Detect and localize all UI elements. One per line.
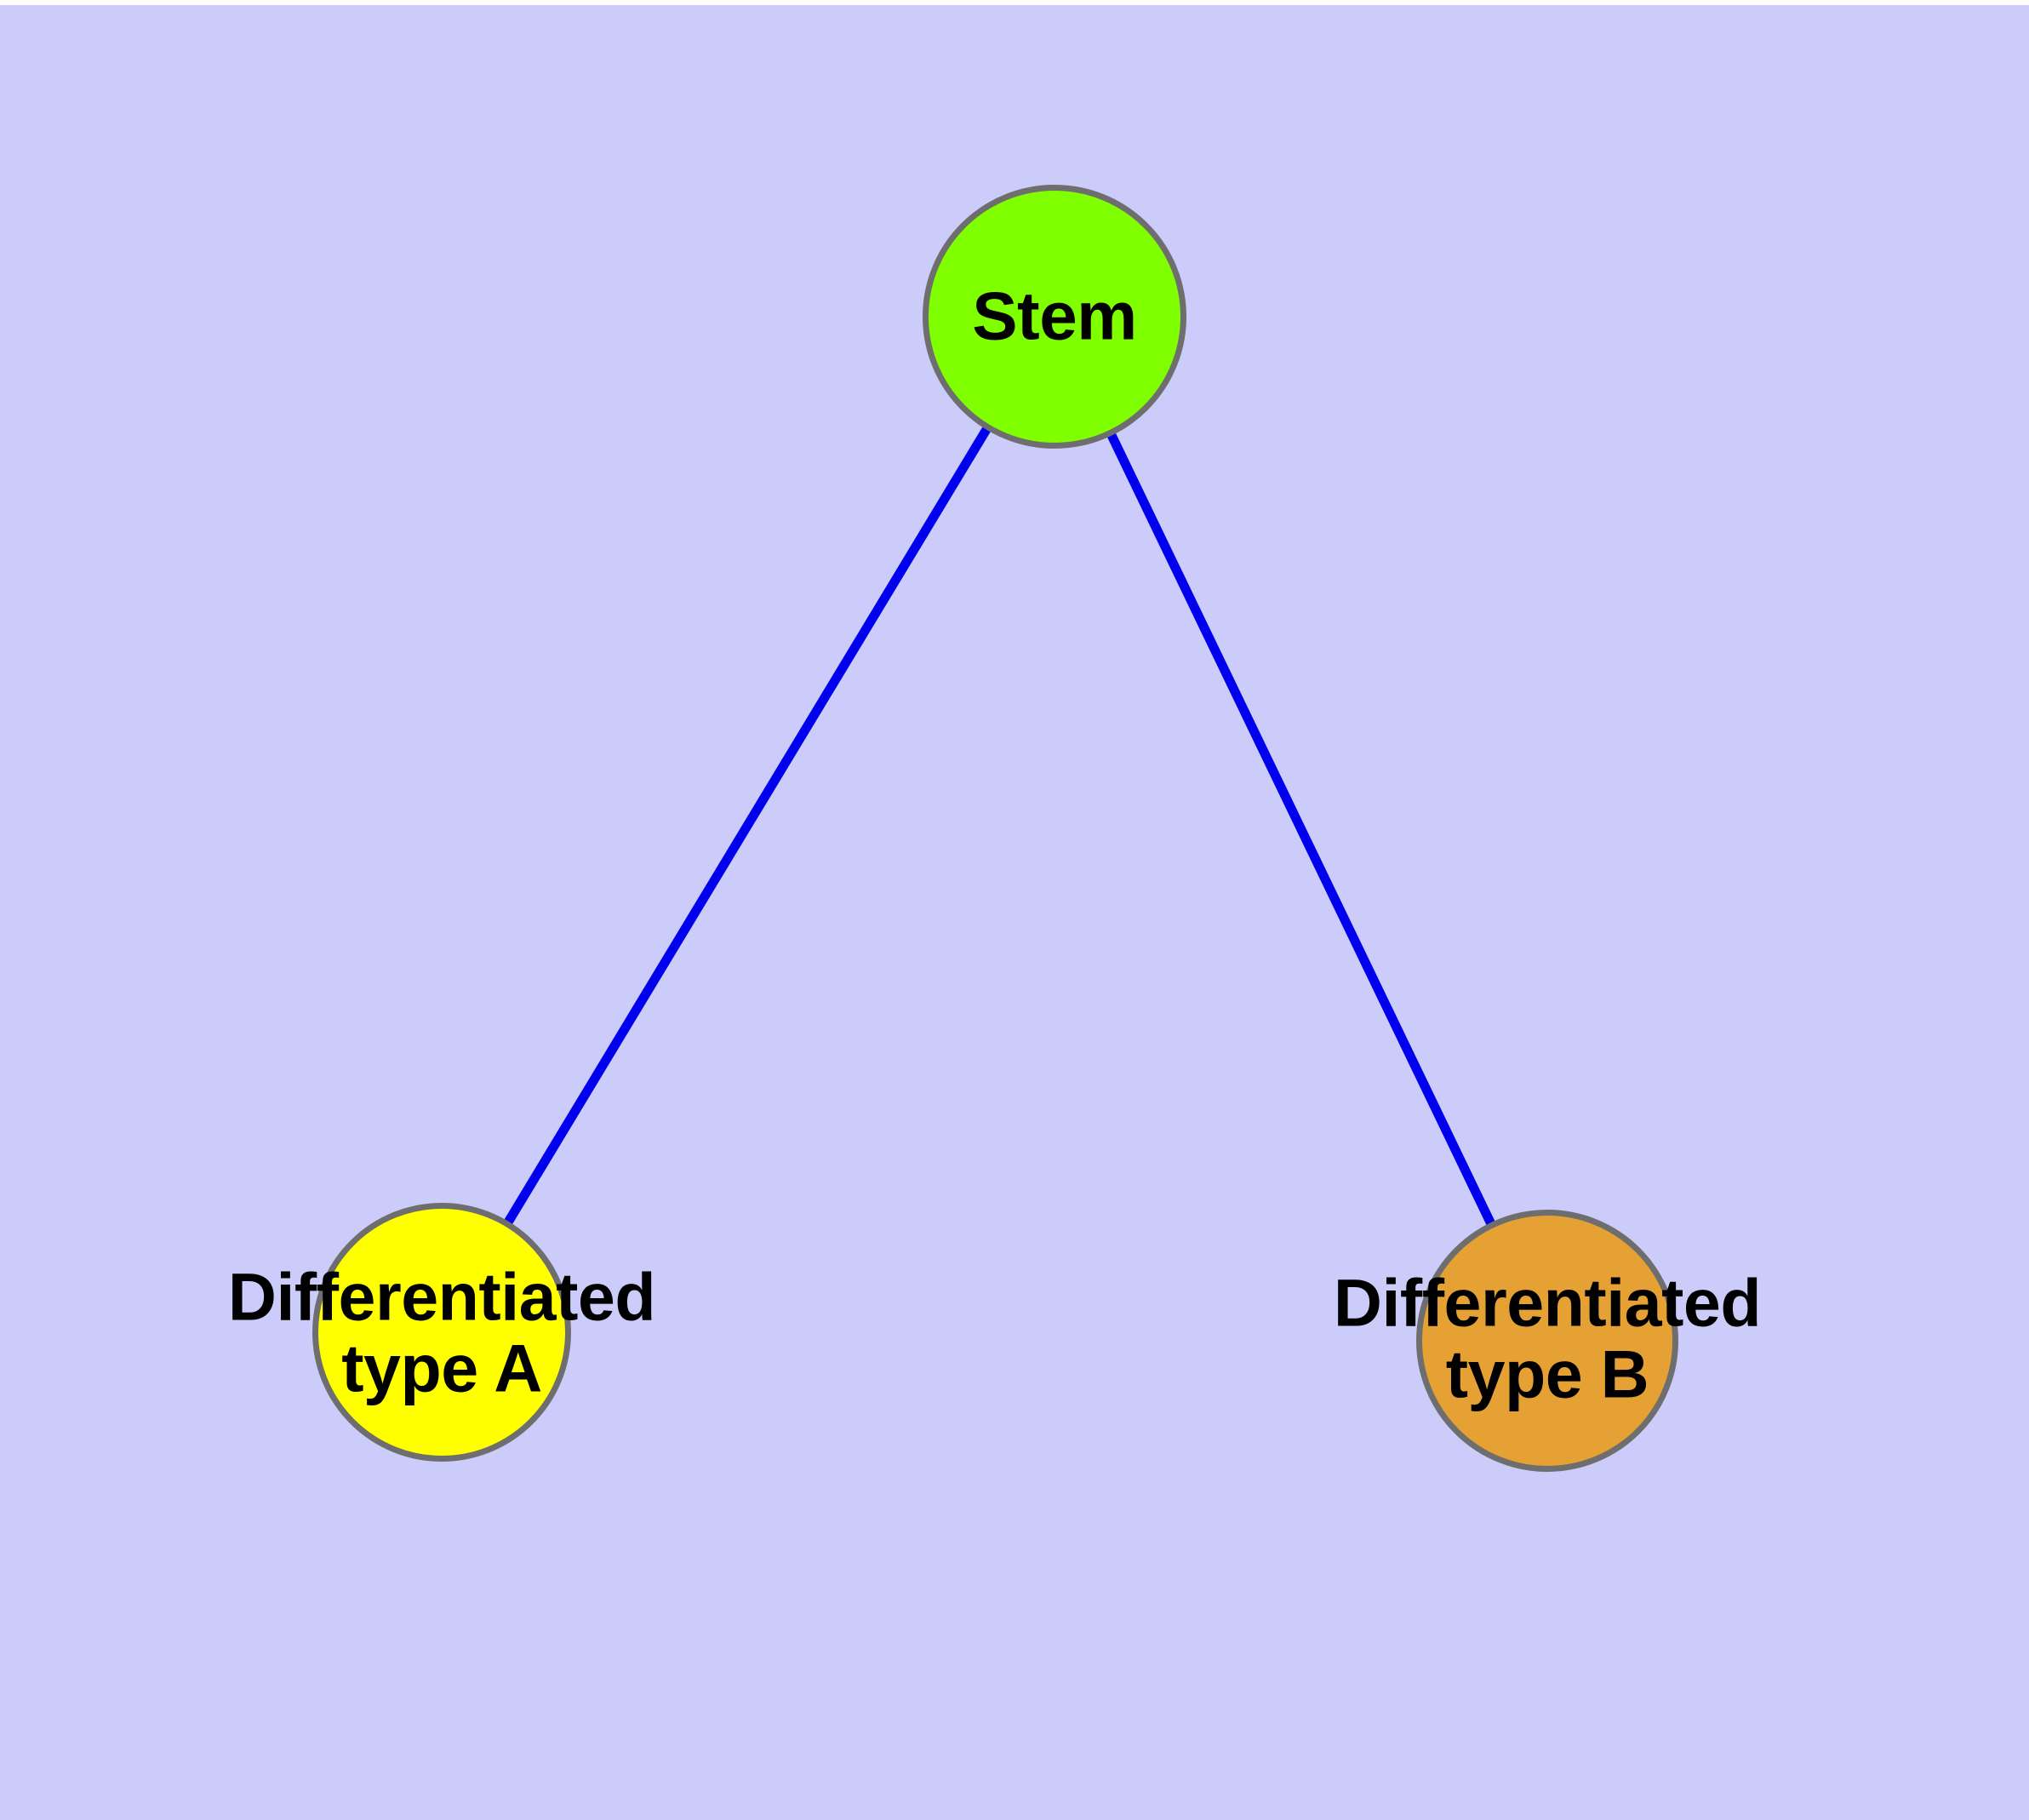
node-differentiated-type-b[interactable] — [1416, 1210, 1678, 1472]
node-layer — [312, 185, 1678, 1472]
edge-stem-diff-a[interactable] — [437, 314, 1059, 1335]
edge-stem-diff-b[interactable] — [1050, 314, 1552, 1343]
node-differentiated-type-a[interactable] — [312, 1203, 571, 1462]
node-stem[interactable] — [923, 185, 1186, 449]
edge-layer — [437, 314, 1552, 1343]
